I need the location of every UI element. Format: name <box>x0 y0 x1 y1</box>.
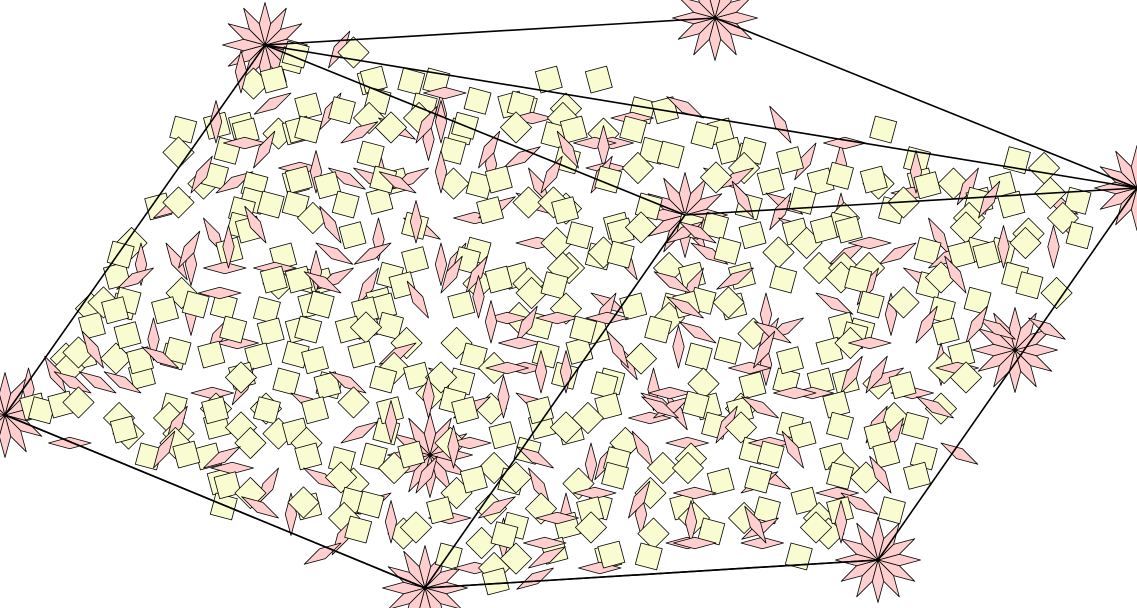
thin-rhombus-tile <box>879 243 916 264</box>
wide-rhombus-tile <box>489 422 516 449</box>
thin-rhombus-tile <box>517 568 554 589</box>
wide-rhombus-tile <box>464 87 491 114</box>
wide-rhombus-tile <box>620 293 647 320</box>
wide-rhombus-tile <box>339 222 366 249</box>
wide-rhombus-tile <box>273 368 300 395</box>
wide-rhombus-tile <box>170 116 197 143</box>
wide-rhombus-tile <box>770 266 797 293</box>
thin-rhombus-tile <box>770 106 791 143</box>
thin-rhombus-tile <box>341 422 378 443</box>
thin-rhombus-tile <box>504 147 541 168</box>
thin-rhombus-tile <box>816 293 853 314</box>
wide-rhombus-tile <box>448 291 475 318</box>
wide-rhombus-tile <box>198 341 225 368</box>
thin-rhombus-tile <box>204 262 247 273</box>
thin-rhombus-tile <box>341 122 378 143</box>
wide-rhombus-tile <box>398 68 425 95</box>
guide-line-4 <box>265 18 715 45</box>
thin-rhombus-tile <box>257 468 278 505</box>
wide-rhombus-tile <box>585 66 612 93</box>
wide-rhombus-tile <box>757 168 784 195</box>
wide-rhombus-tile <box>329 97 356 124</box>
wide-rhombus-tile <box>100 343 131 374</box>
thin-rhombus-tile <box>354 243 391 264</box>
wide-rhombus-tile <box>635 543 662 570</box>
thin-rhombus-tile <box>1048 226 1059 269</box>
wide-rhombus-tile <box>714 337 741 364</box>
thin-rhombus-tile <box>632 431 653 468</box>
wide-rhombus-tile <box>707 468 734 495</box>
wide-rhombus-tile <box>257 318 284 345</box>
wide-rhombus-tile <box>879 497 906 524</box>
wide-rhombus-tile <box>964 287 991 314</box>
wide-rhombus-tile <box>932 318 959 345</box>
thin-rhombus-tile <box>499 337 542 348</box>
wide-rhombus-tile <box>1029 152 1060 183</box>
wide-rhombus-tile <box>535 66 562 93</box>
wide-rhombus-tile <box>685 343 712 370</box>
thin-rhombus-tile <box>485 301 496 344</box>
wide-rhombus-tile <box>532 341 559 368</box>
wide-rhombus-tile <box>700 162 731 193</box>
wide-rhombus-tile <box>295 93 322 120</box>
wide-rhombus-tile <box>870 116 897 143</box>
wide-rhombus-tile <box>332 191 359 218</box>
wide-rhombus-tile <box>348 341 375 368</box>
thin-rhombus-tile <box>607 331 628 368</box>
wide-rhombus-tile <box>402 247 429 274</box>
thin-rhombus-tile <box>254 93 291 114</box>
wide-rhombus-tile <box>739 222 766 249</box>
thin-rhombus-tile <box>673 326 684 369</box>
thin-rhombus-tile <box>679 322 716 343</box>
thin-rhombus-tile <box>407 281 428 318</box>
